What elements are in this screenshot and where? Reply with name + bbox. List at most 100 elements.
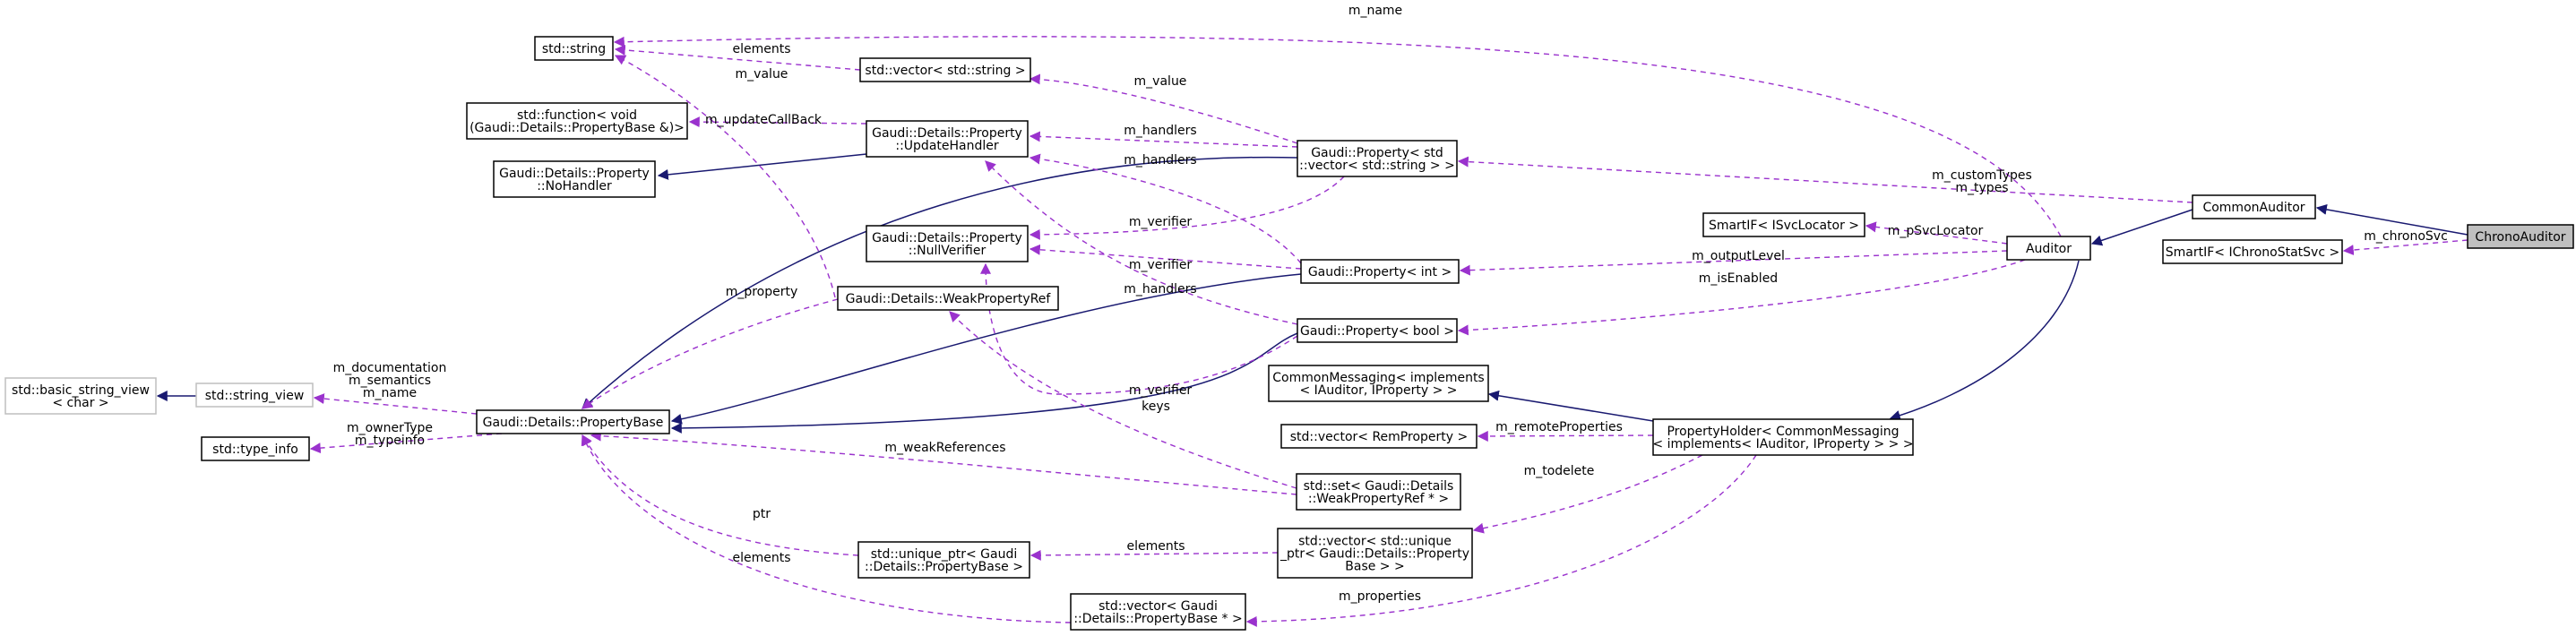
class-node-box	[1296, 473, 1461, 511]
usage-edge-25	[2342, 239, 2468, 256]
class-node-chrono-auditor[interactable]: ChronoAuditor	[2467, 224, 2574, 249]
class-node-box	[1652, 418, 1914, 456]
class-node-std-function[interactable]: std::function< void(Gaudi::Details::Prop…	[466, 102, 688, 140]
class-node-label: std::basic_string_view	[12, 383, 150, 398]
inheritance-edge-3	[670, 332, 1298, 434]
class-node-label: PropertyHolder< CommonMessaging	[1667, 425, 1899, 439]
class-node-label: ::Details::PropertyBase * >	[1073, 612, 1242, 626]
class-node-box	[2192, 194, 2316, 219]
class-node-property-base[interactable]: Gaudi::Details::PropertyBase	[476, 409, 670, 434]
edge-label-m-property: m_property	[726, 285, 798, 299]
edge-label-m-customTypes-0: m_customTypes	[1932, 168, 2032, 183]
class-node-label: SmartIF< IChronoStatSvc >	[2166, 245, 2339, 260]
edge-label-m-customTypes-1: m_types	[1955, 181, 2008, 195]
class-node-string-view[interactable]: std::string_view	[195, 382, 314, 408]
edge-label-m-ownerType-1: m_typeinfo	[355, 434, 425, 448]
class-node-vector-property-base[interactable]: std::vector< Gaudi::Details::PropertyBas…	[1070, 593, 1246, 631]
edge-label-m-name: m_name	[1348, 4, 1402, 18]
edge-label-m-isEnabled: m_isEnabled	[1699, 271, 1778, 286]
class-node-std-string[interactable]: std::string	[534, 36, 614, 61]
class-node-box	[866, 225, 1029, 262]
class-node-box	[1300, 259, 1460, 284]
class-node-label: std::unique_ptr< Gaudi	[871, 547, 1018, 562]
class-node-isvc-locator[interactable]: SmartIF< ISvcLocator >	[1702, 212, 1865, 237]
usage-edge-15	[1029, 153, 1302, 264]
class-node-vector-rem-property[interactable]: std::vector< RemProperty >	[1280, 424, 1478, 449]
usage-edge-20	[582, 298, 839, 409]
class-node-label: std::vector< Gaudi	[1098, 599, 1218, 614]
usage-edge-31	[1472, 454, 1703, 534]
class-node-no-handler[interactable]: Gaudi::Details::Property::NoHandler	[493, 160, 656, 198]
class-node-box	[2006, 236, 2091, 261]
edge-label-m-value-2: m_value	[1134, 74, 1187, 89]
class-node-label: < IAuditor, IProperty > >	[1300, 383, 1458, 398]
edge-label-m-outputLevel: m_outputLevel	[1692, 249, 1785, 263]
class-node-box	[476, 409, 670, 434]
class-node-type-info[interactable]: std::type_info	[201, 436, 310, 461]
class-node-box	[859, 57, 1031, 82]
class-node-box	[2467, 224, 2574, 249]
usage-edge-33	[1030, 549, 1279, 561]
class-node-unique-ptr[interactable]: std::unique_ptr< Gaudi::Details::Propert…	[857, 541, 1030, 579]
class-node-set-weak-ref[interactable]: std::set< Gaudi::Details::WeakPropertyRe…	[1296, 473, 1461, 511]
class-node-auditor[interactable]: Auditor	[2006, 236, 2091, 261]
edge-label-m-weakReferences: m_weakReferences	[884, 441, 1005, 455]
class-node-ichrono-stat-svc[interactable]: SmartIF< IChronoStatSvc >	[2162, 239, 2343, 264]
class-node-weak-property-ref[interactable]: Gaudi::Details::WeakPropertyRef	[837, 286, 1059, 311]
usage-edge-30	[1477, 430, 1654, 442]
class-node-label: (Gaudi::Details::PropertyBase &)>	[470, 121, 685, 135]
class-node-null-verifier[interactable]: Gaudi::Details::Property::NullVerifier	[866, 225, 1029, 262]
class-node-label: std::string_view	[205, 389, 305, 403]
class-node-update-handler[interactable]: Gaudi::Details::Property::UpdateHandler	[866, 120, 1029, 158]
class-node-vector-unique-ptr[interactable]: std::vector< std::unique_ptr< Gaudi::Det…	[1277, 528, 1473, 579]
class-node-property-int[interactable]: Gaudi::Property< int >	[1300, 259, 1460, 284]
class-node-label: CommonAuditor	[2202, 201, 2305, 215]
usage-edge-21	[1457, 156, 2193, 203]
inheritance-edge-2	[670, 273, 1302, 425]
class-node-property-holder[interactable]: PropertyHolder< CommonMessaging< impleme…	[1652, 418, 1914, 456]
class-node-vector-string[interactable]: std::vector< std::string >	[859, 57, 1031, 82]
usage-edge-10	[614, 44, 861, 71]
usage-edge-28	[949, 311, 1297, 489]
class-node-box	[2162, 239, 2343, 264]
edge-label-m-value-1: m_value	[736, 67, 788, 82]
class-node-label: Gaudi::Property< int >	[1308, 265, 1452, 279]
usage-edge-17	[1029, 176, 1345, 240]
class-node-label: std::vector< std::unique	[1298, 535, 1452, 549]
class-node-box	[493, 160, 656, 198]
edge-label-m-documentation-1: m_semantics	[349, 374, 431, 388]
class-node-label: SmartIF< ISvcLocator >	[1709, 219, 1859, 233]
class-node-label: ChronoAuditor	[2475, 230, 2565, 245]
edge-label-m-todelete: m_todelete	[1524, 464, 1595, 478]
class-node-box	[466, 102, 688, 140]
class-node-basic-string-view[interactable]: std::basic_string_view< char >	[4, 377, 157, 415]
class-node-property-bool[interactable]: Gaudi::Property< bool >	[1297, 318, 1458, 343]
class-node-property-vector-string[interactable]: Gaudi::Property< std::vector< std::strin…	[1297, 140, 1458, 177]
usage-edge-22	[1865, 221, 2008, 245]
class-node-label: ::WeakPropertyRef * >	[1308, 492, 1449, 506]
edge-label-m-verifier-3: m_verifier	[1129, 383, 1193, 398]
edge-label-m-handlers-3: m_handlers	[1124, 282, 1196, 297]
class-node-label: Gaudi::Details::PropertyBase	[483, 416, 664, 430]
class-node-common-auditor[interactable]: CommonAuditor	[2192, 194, 2316, 219]
usage-edge-32	[582, 434, 859, 556]
class-node-box	[1277, 528, 1473, 579]
class-node-label: Gaudi::Details::WeakPropertyRef	[846, 292, 1052, 306]
usage-edge-34	[581, 434, 1072, 623]
class-node-label: Gaudi::Property< std	[1311, 146, 1443, 160]
class-node-common-messaging[interactable]: CommonMessaging< implements< IAuditor, I…	[1268, 365, 1489, 402]
usage-edge-23	[1459, 250, 2008, 276]
edge-label-ptr: ptr	[753, 507, 771, 521]
edge-label-keys: keys	[1142, 400, 1170, 414]
class-node-label: Gaudi::Details::Property	[872, 231, 1022, 245]
edge-label-m-handlers-2: m_handlers	[1124, 153, 1196, 168]
class-node-label: Gaudi::Details::Property	[499, 167, 650, 181]
usage-edge-11	[614, 55, 836, 298]
usage-edge-19	[980, 262, 1298, 395]
class-node-label: Gaudi::Property< bool >	[1300, 324, 1454, 339]
class-node-box	[1268, 365, 1489, 402]
inheritance-edge-1	[582, 156, 1298, 409]
class-node-label: < char >	[52, 396, 108, 410]
